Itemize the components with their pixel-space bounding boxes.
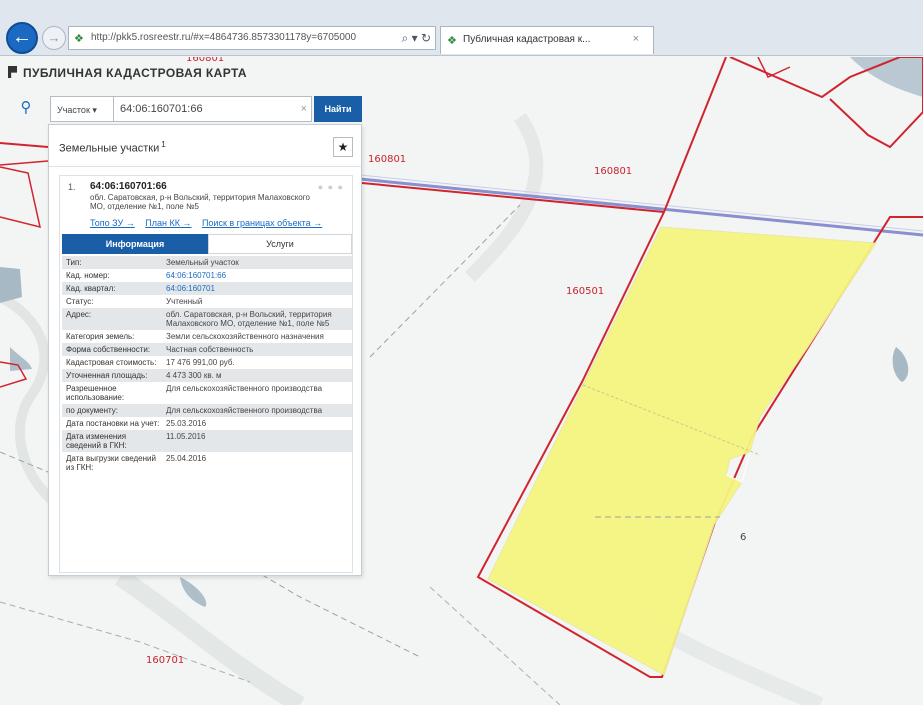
attribute-key: Категория земель: <box>66 332 135 341</box>
attribute-key: Кад. квартал: <box>66 284 116 293</box>
attribute-row: Кад. квартал: 64:06:160701 <box>62 282 352 295</box>
app-title-text: ПУБЛИЧНАЯ КАДАСТРОВАЯ КАРТА <box>23 66 247 80</box>
item-number: 1. <box>68 182 76 192</box>
attribute-value: Для сельскохозяйственного производства <box>166 384 323 393</box>
attribute-key: по документу: <box>66 406 118 415</box>
attribute-key: Дата изменения сведений в ГКН: <box>66 432 127 450</box>
browser-toolbar: ← → ❖ http://pkk5.rosreestr.ru/#x=486473… <box>0 0 923 56</box>
address-tools-icon[interactable]: ⌕ ▾ ↻ <box>398 31 431 46</box>
attribute-value: 25.03.2016 <box>166 419 207 428</box>
link-search-within[interactable]: Поиск в границах объекта → <box>201 218 323 228</box>
water-patch <box>892 347 909 382</box>
attribute-key: Тип: <box>66 258 82 267</box>
attribute-value: Земли сельскохозяйственного назначения <box>166 332 324 341</box>
rosreestr-logo-icon <box>8 66 17 78</box>
panel-title-text: Земельные участки <box>59 142 160 155</box>
attribute-key: Дата выгрузки сведений из ГКН: <box>66 454 156 472</box>
attribute-value[interactable]: 64:06:160701:66 <box>166 271 227 280</box>
search-button[interactable]: Найти <box>314 96 362 122</box>
road-line <box>359 177 923 237</box>
quarter-label: 160801 <box>368 154 407 165</box>
address-bar[interactable]: ❖ http://pkk5.rosreestr.ru/#x=4864736.85… <box>68 26 436 50</box>
attribute-row: Статус: Учтенный <box>62 295 352 308</box>
search-type-select[interactable]: Участок ▾ <box>50 96 114 122</box>
attribute-row: Кадастровая стоимость: 17 476 991,00 руб. <box>62 356 352 369</box>
attribute-key: Уточненная площадь: <box>66 371 148 380</box>
browser-tab[interactable]: ❖ Публичная кадастровая к... × <box>440 26 654 54</box>
attribute-value: Частная собственность <box>166 345 254 354</box>
attribute-row: Форма собственности: Частная собственност… <box>62 343 352 356</box>
link-plan[interactable]: План КК → <box>145 218 192 228</box>
attribute-value: Земельный участок <box>166 258 239 267</box>
more-dots-icon[interactable]: ● ● ● <box>317 182 344 192</box>
attribute-key: Дата постановки на учет: <box>66 419 160 428</box>
clear-icon[interactable]: × <box>300 103 307 115</box>
attribute-row: Уточненная площадь: 4 473 300 кв. м <box>62 369 352 382</box>
search-bar: ⚲ Участок ▾ 64:06:160701:66 × Найти <box>14 96 362 122</box>
search-input[interactable]: 64:06:160701:66 × <box>114 96 312 122</box>
attribute-row: Дата постановки на учет: 25.03.2016 <box>62 417 352 430</box>
tab-title: Публичная кадастровая к... <box>463 34 591 45</box>
attribute-key: Статус: <box>66 297 94 306</box>
back-arrow-icon[interactable]: ← <box>6 22 38 54</box>
attribute-value[interactable]: 64:06:160701 <box>166 284 215 293</box>
tab-favicon-icon: ❖ <box>447 35 457 47</box>
parcel-cadastral-number[interactable]: 64:06:160701:66 <box>90 181 167 192</box>
tab-close-icon[interactable]: × <box>632 33 639 45</box>
favorite-star-icon[interactable]: ★ <box>333 137 353 157</box>
water-patch <box>0 267 22 303</box>
url-text: http://pkk5.rosreestr.ru/#x=4864736.8573… <box>91 32 357 43</box>
forward-arrow-icon[interactable]: → <box>42 26 66 50</box>
tab-services[interactable]: Услуги <box>208 234 352 254</box>
attribute-value: Для сельскохозяйственного производства <box>166 406 323 415</box>
attribute-row: Тип: Земельный участок <box>62 256 352 269</box>
attribute-key: Кадастровая стоимость: <box>66 358 157 367</box>
quarter-label: 160801 <box>594 166 633 177</box>
quarter-label: 160701 <box>146 655 185 666</box>
quarter-label: 160801 <box>186 57 225 64</box>
water-patch <box>850 57 923 97</box>
attribute-value: обл. Саратовская, р-н Вольский, территор… <box>166 310 332 328</box>
attribute-row: по документу: Для сельскохозяйственного п… <box>62 404 352 417</box>
attribute-value: 4 473 300 кв. м <box>166 371 222 380</box>
attribute-key: Разрешенное использование: <box>66 384 125 402</box>
link-topo[interactable]: Топо ЗУ → <box>90 218 135 228</box>
attribute-row: Кад. номер: 64:06:160701:66 <box>62 269 352 282</box>
attribute-row: Категория земель: Земли сельскохозяйствен… <box>62 330 352 343</box>
attribute-row: Дата изменения сведений в ГКН: 11.05.2016 <box>62 430 352 452</box>
quarter-label: 160501 <box>566 286 605 297</box>
map-number-label: 6 <box>740 532 747 543</box>
tab-information[interactable]: Информация <box>62 234 208 254</box>
attribute-row: Дата выгрузки сведений из ГКН: 25.04.2016 <box>62 452 352 474</box>
attribute-value: 17 476 991,00 руб. <box>166 358 235 367</box>
water-patch <box>180 577 207 607</box>
parcel-address: обл. Саратовская, р-н Вольский, территор… <box>90 193 310 211</box>
boundary-line <box>0 142 49 148</box>
parcel-card-header: 1. 64:06:160701:66 обл. Саратовская, р-н… <box>60 176 352 232</box>
attribute-row: Разрешенное использование: Для сельскохоз… <box>62 382 352 404</box>
attribute-key: Адрес: <box>66 310 92 319</box>
search-input-value: 64:06:160701:66 <box>120 103 203 115</box>
search-icon[interactable]: ⚲ <box>20 99 32 116</box>
parcel-links: Топо ЗУ → План КК → Поиск в границах объ… <box>90 218 330 228</box>
result-count: 1 <box>161 140 166 149</box>
parcel-card: 1. 64:06:160701:66 обл. Саратовская, р-н… <box>59 175 353 573</box>
parcel-boundary <box>476 57 923 678</box>
attribute-key: Кад. номер: <box>66 271 110 280</box>
boundary-line <box>361 182 665 213</box>
attribute-row: Адрес: обл. Саратовская, р-н Вольский, те… <box>62 308 352 330</box>
site-favicon-icon: ❖ <box>74 33 84 45</box>
attribute-value: 11.05.2016 <box>166 432 206 441</box>
app-title: ПУБЛИЧНАЯ КАДАСТРОВАЯ КАРТА <box>8 66 247 80</box>
attribute-value: 25.04.2016 <box>166 454 207 463</box>
water-patch <box>10 347 32 371</box>
attribute-value: Учтенный <box>166 297 203 306</box>
card-tabs: Информация Услуги <box>62 234 352 254</box>
attribute-key: Форма собственности: <box>66 345 151 354</box>
